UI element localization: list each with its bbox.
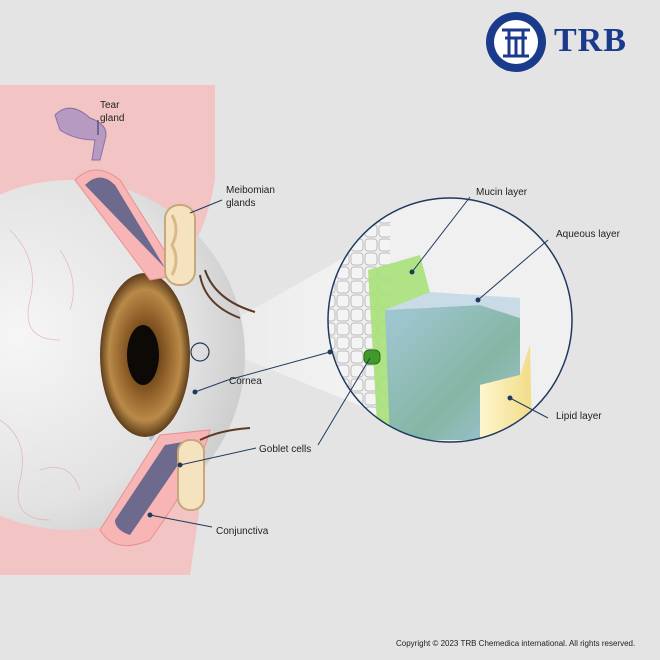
lipid-layer-block <box>480 345 532 440</box>
goblet-cell <box>363 349 381 365</box>
blood-vessels <box>0 229 81 521</box>
label-lipid-layer: Lipid layer <box>556 411 602 422</box>
upper-meibomian-gland <box>164 204 196 286</box>
label-mucin-layer: Mucin layer <box>476 187 528 198</box>
pupil <box>127 325 159 385</box>
magnified-view-border <box>327 197 573 443</box>
label-conjunctiva: Conjunctiva <box>216 526 269 537</box>
lower-eyelash <box>199 427 251 441</box>
label-goblet-cells: Goblet cells <box>259 444 312 455</box>
magnified-view <box>328 198 572 442</box>
lower-meibomian-gland <box>177 439 205 511</box>
aqueous-layer-top <box>385 292 520 318</box>
magnified-spot <box>190 342 210 362</box>
trb-logo-mark <box>486 12 546 72</box>
leader-lines <box>97 120 549 528</box>
label-tear-gland-2: gland <box>100 113 125 124</box>
copyright-notice: Copyright © 2023 TRB Chemedica internati… <box>396 639 636 648</box>
label-meibomian-1: Meibomian <box>226 185 275 196</box>
upper-eyelash <box>204 269 256 313</box>
label-cornea: Cornea <box>229 376 262 387</box>
label-aqueous-layer: Aqueous layer <box>556 229 620 240</box>
upper-conjunctival-sac <box>85 177 165 268</box>
label-meibomian-2: glands <box>226 198 256 209</box>
brand-name: TRB <box>554 22 627 59</box>
aqueous-layer-block <box>385 305 520 440</box>
label-tear-gland-1: Tear <box>100 100 120 111</box>
tear-gland <box>54 107 107 161</box>
lower-conjunctival-sac <box>115 440 195 535</box>
